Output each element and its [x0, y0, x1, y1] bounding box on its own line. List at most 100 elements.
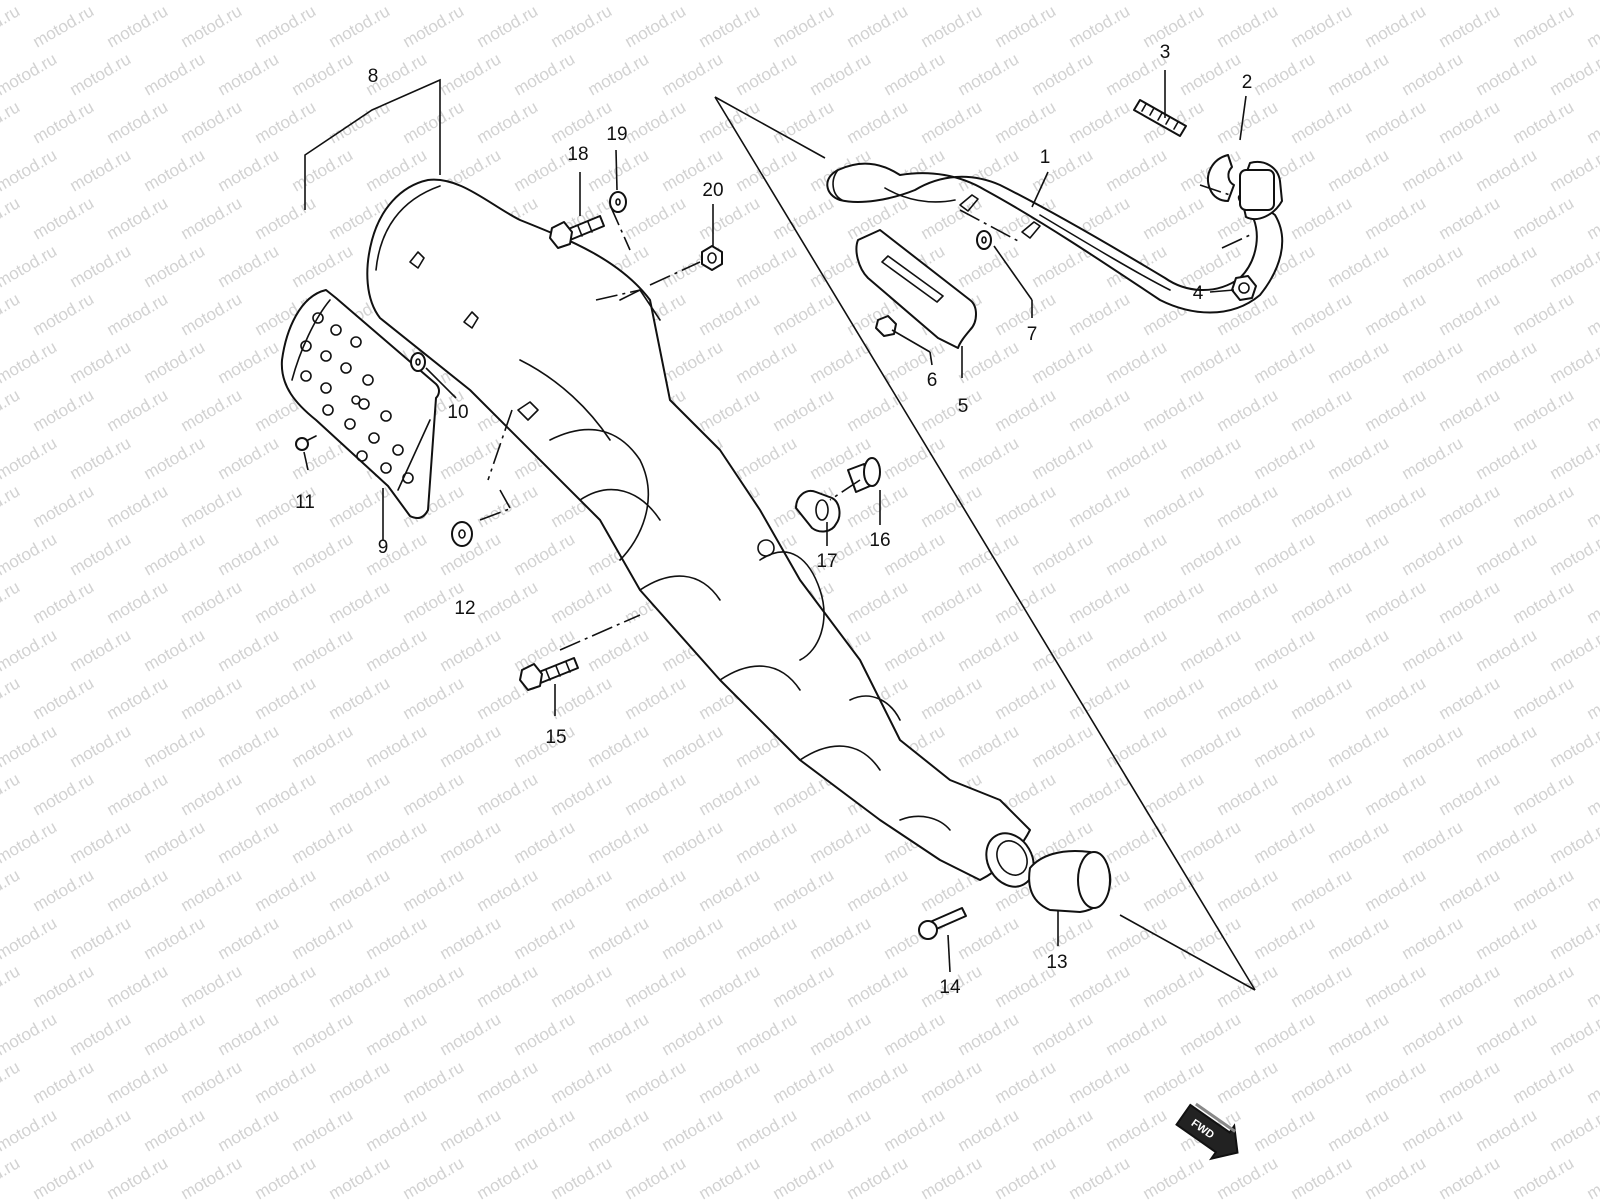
watermark-text: motod.ru — [30, 289, 98, 339]
watermark-text: motod.ru — [289, 49, 357, 99]
watermark-text: motod.ru — [770, 961, 838, 1011]
watermark-text: motod.ru — [0, 721, 60, 771]
watermark-text: motod.ru — [955, 337, 1023, 387]
watermark-text: motod.ru — [400, 97, 468, 147]
watermark-text: motod.ru — [992, 1153, 1060, 1200]
watermark-text: motod.ru — [659, 1009, 727, 1059]
watermark-text: motod.ru — [104, 1057, 172, 1107]
watermark-text: motod.ru — [1473, 529, 1541, 579]
watermark-text: motod.ru — [1177, 625, 1245, 675]
watermark-text: motod.ru — [1214, 769, 1282, 819]
watermark-text: motod.ru — [1029, 1009, 1097, 1059]
heat-shield-perforations — [300, 312, 414, 484]
watermark-text: motod.ru — [0, 1009, 60, 1059]
exhaust-gasket — [1207, 154, 1283, 220]
watermark-text: motod.ru — [955, 241, 1023, 291]
watermark-text: motod.ru — [141, 913, 209, 963]
screw-11 — [295, 435, 317, 451]
watermark-text: motod.ru — [770, 385, 838, 435]
watermark-text: motod.ru — [881, 433, 949, 483]
watermark-text: motod.ru — [955, 1105, 1023, 1155]
heat-shield — [280, 289, 440, 519]
watermark-text: motod.ru — [807, 0, 875, 3]
watermark-text: motod.ru — [0, 241, 60, 291]
watermark-text: motod.ru — [104, 961, 172, 1011]
watermark-text: motod.ru — [437, 433, 505, 483]
callout-numbers: 1 2 3 4 5 6 7 8 9 10 11 12 13 14 15 16 1… — [295, 42, 1252, 998]
watermark-text: motod.ru — [1362, 97, 1430, 147]
watermark-text: motod.ru — [1325, 625, 1393, 675]
watermark-text: motod.ru — [918, 1153, 986, 1200]
watermark-text: motod.ru — [844, 481, 912, 531]
watermark-text: motod.ru — [252, 1057, 320, 1107]
watermark-text: motod.ru — [178, 1, 246, 51]
watermark-text: motod.ru — [696, 961, 764, 1011]
assembly-centerlines — [479, 184, 1251, 651]
watermark-text: motod.ru — [585, 0, 653, 3]
washer-7 — [976, 230, 992, 250]
watermark-text: motod.ru — [1177, 49, 1245, 99]
watermark-text: motod.ru — [67, 529, 135, 579]
watermark-text: motod.ru — [918, 385, 986, 435]
watermark-text: motod.ru — [1288, 1, 1356, 51]
watermark-text: motod.ru — [67, 1009, 135, 1059]
callout-3: 3 — [1160, 42, 1171, 63]
watermark-text: motod.ru — [1510, 481, 1578, 531]
watermark-text: motod.ru — [511, 1009, 579, 1059]
watermark-text: motod.ru — [1066, 1153, 1134, 1200]
watermark-text: motod.ru — [1473, 625, 1541, 675]
watermark-text: motod.ru — [511, 721, 579, 771]
watermark-text: motod.ru — [104, 577, 172, 627]
watermark-text: motod.ru — [1510, 577, 1578, 627]
watermark-text: motod.ru — [30, 1, 98, 51]
watermark-text: motod.ru — [622, 1153, 690, 1200]
watermark-text: motod.ru — [1547, 913, 1600, 963]
watermark-text: motod.ru — [30, 577, 98, 627]
watermark-text: motod.ru — [622, 193, 690, 243]
watermark-text: motod.ru — [1473, 817, 1541, 867]
watermark-text: motod.ru — [955, 49, 1023, 99]
watermark-text: motod.ru — [400, 865, 468, 915]
watermark-text: motod.ru — [1029, 337, 1097, 387]
watermark-text: motod.ru — [770, 193, 838, 243]
watermark-text: motod.ru — [1547, 49, 1600, 99]
watermark-text: motod.ru — [1103, 337, 1171, 387]
watermark-text: motod.ru — [1584, 289, 1600, 339]
watermark-text: motod.ru — [141, 625, 209, 675]
watermark-text: motod.ru — [1399, 721, 1467, 771]
watermark-text: motod.ru — [1214, 385, 1282, 435]
watermark-text: motod.ru — [215, 433, 283, 483]
watermark-text: motod.ru — [1251, 49, 1319, 99]
watermark-text: motod.ru — [67, 0, 135, 3]
watermark-text: motod.ru — [548, 577, 616, 627]
watermark-text: motod.ru — [0, 577, 23, 627]
watermark-text: motod.ru — [1288, 97, 1356, 147]
watermark-text: motod.ru — [1251, 1009, 1319, 1059]
watermark-text: motod.ru — [696, 769, 764, 819]
watermark-text: motod.ru — [1029, 529, 1097, 579]
watermark-text: motod.ru — [1473, 337, 1541, 387]
watermark-text: motod.ru — [1029, 145, 1097, 195]
watermark-text: motod.ru — [696, 865, 764, 915]
watermark-text: motod.ru — [0, 529, 60, 579]
watermark-text: motod.ru — [1436, 577, 1504, 627]
watermark-text: motod.ru — [1066, 289, 1134, 339]
watermark-text: motod.ru — [511, 1105, 579, 1155]
watermark-text: motod.ru — [1547, 433, 1600, 483]
watermark-text: motod.ru — [1066, 1, 1134, 51]
callout-18: 18 — [567, 144, 588, 165]
watermark-text: motod.ru — [881, 49, 949, 99]
watermark-text: motod.ru — [1177, 0, 1245, 3]
watermark-text: motod.ru — [955, 529, 1023, 579]
watermark-text: motod.ru — [437, 49, 505, 99]
watermark-text: motod.ru — [1436, 673, 1504, 723]
watermark-text: motod.ru — [215, 1009, 283, 1059]
watermark-text: motod.ru — [215, 241, 283, 291]
watermark-text: motod.ru — [585, 913, 653, 963]
watermark-text: motod.ru — [1103, 625, 1171, 675]
watermark-text: motod.ru — [1288, 673, 1356, 723]
watermark-text: motod.ru — [1584, 673, 1600, 723]
watermark-text: motod.ru — [844, 1153, 912, 1200]
watermark-text: motod.ru — [437, 1105, 505, 1155]
watermark-text: motod.ru — [1399, 433, 1467, 483]
